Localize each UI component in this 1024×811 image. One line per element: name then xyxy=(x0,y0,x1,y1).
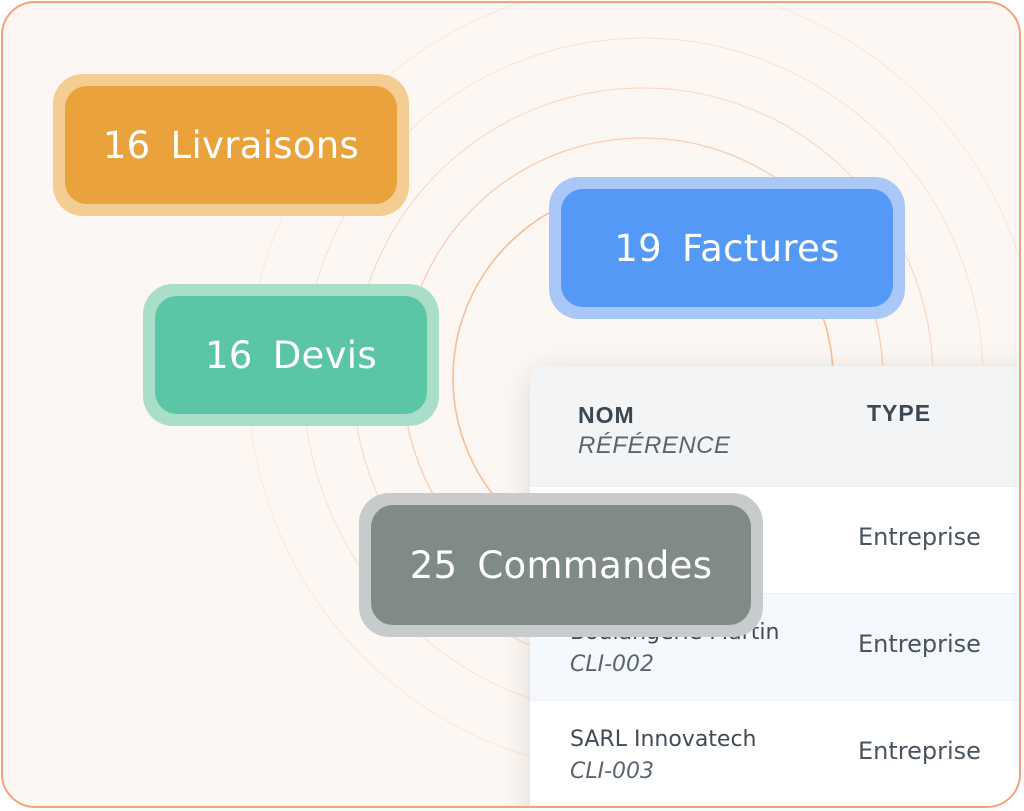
table-row[interactable]: Entreprise xyxy=(530,486,1019,593)
livraisons-label: Livraisons xyxy=(170,123,360,167)
devis-badge-inner: 16 Devis xyxy=(155,296,427,414)
devis-count: 16 xyxy=(205,333,253,377)
commandes-count: 25 xyxy=(409,543,458,587)
commandes-label: Commandes xyxy=(477,543,713,587)
livraisons-badge-inner: 16 Livraisons xyxy=(65,86,397,204)
column-header-name[interactable]: NOM xyxy=(578,402,635,428)
client-reference: CLI-002 xyxy=(570,652,655,677)
client-type: Entreprise xyxy=(858,523,981,551)
commandes-badge-inner: 25 Commandes xyxy=(371,505,751,625)
livraisons-badge[interactable]: 16 Livraisons xyxy=(53,74,409,216)
livraisons-count: 16 xyxy=(102,123,151,167)
devis-badge[interactable]: 16 Devis xyxy=(143,284,439,426)
factures-label: Factures xyxy=(681,226,840,270)
table-row[interactable]: SARL Innovatech CLI-003 Entreprise xyxy=(530,700,1019,806)
column-header-reference[interactable]: RÉFÉRENCE xyxy=(578,432,731,459)
column-header-type[interactable]: TYPE xyxy=(867,400,932,426)
table-header: NOM RÉFÉRENCE TYPE xyxy=(530,366,1019,486)
factures-badge[interactable]: 19 Factures xyxy=(549,177,905,319)
factures-badge-inner: 19 Factures xyxy=(561,189,893,307)
client-name: SARL Innovatech xyxy=(570,727,757,752)
client-type: Entreprise xyxy=(858,737,981,765)
client-type: Entreprise xyxy=(858,630,981,658)
devis-label: Devis xyxy=(272,333,377,377)
commandes-badge[interactable]: 25 Commandes xyxy=(359,493,763,637)
client-reference: CLI-003 xyxy=(570,759,655,784)
factures-count: 19 xyxy=(614,226,662,270)
